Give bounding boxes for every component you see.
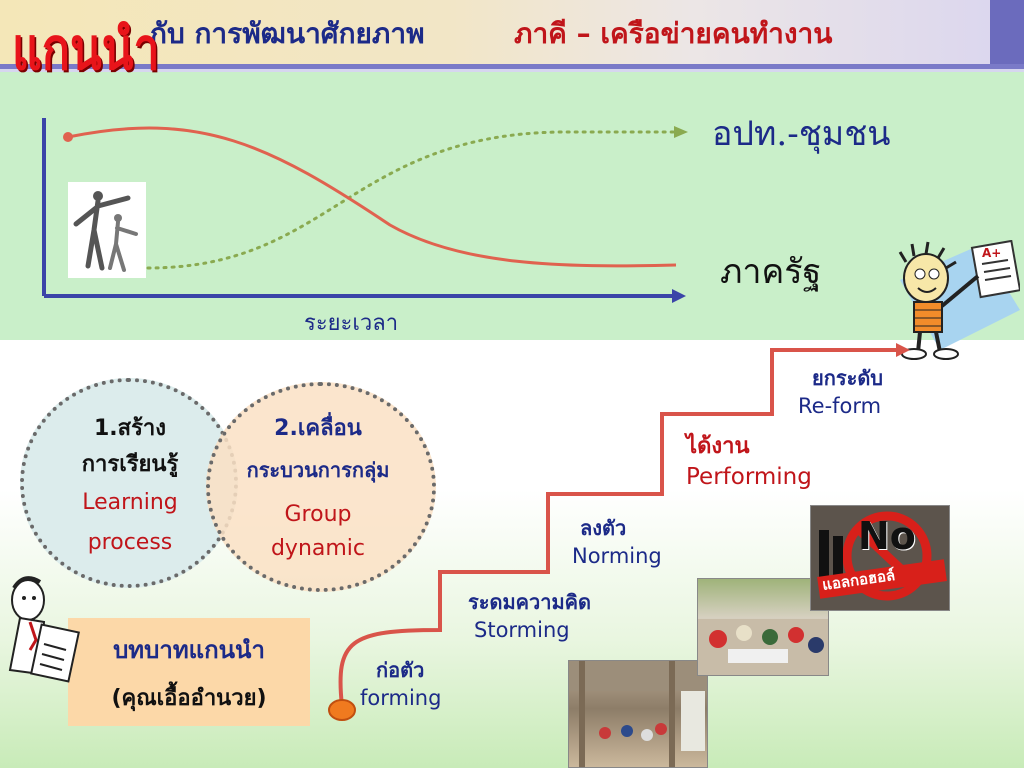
role-box-line2: (คุณเอื้ออำนวย): [111, 686, 267, 711]
circle2-en-line1: Group: [284, 502, 352, 527]
dancers-image: [68, 182, 146, 278]
stair-5-thai: ยกระดับ: [812, 366, 883, 390]
stair-3-thai: ลงตัว: [580, 516, 627, 540]
no-alcohol-sign: [810, 505, 950, 611]
circle2-en-line2: dynamic: [270, 536, 366, 561]
community-curve-dotted: [146, 130, 678, 270]
title-underline: [0, 64, 1024, 69]
circle1-en-line2: process: [87, 530, 173, 555]
role-box-line1: บทบาทแกนนำ: [113, 636, 265, 664]
time-curve-graph: [42, 118, 688, 303]
role-box: [68, 618, 310, 726]
government-curve: [67, 126, 677, 268]
circle2-title-line1: 2.เคลื่อน: [274, 416, 362, 441]
stairs-start-dot: [328, 699, 356, 721]
stairs-arrowhead: [896, 343, 910, 357]
dotted-curve-arrowhead: [674, 126, 688, 138]
title-bar: [0, 0, 990, 64]
title-underline-light: [0, 69, 1024, 72]
stair-1-thai: ก่อตัว: [376, 658, 425, 682]
photo-meeting-hall: [568, 660, 708, 768]
paper-grade: A+: [982, 246, 1002, 260]
circle-group-dynamic: [206, 382, 436, 592]
stair-5-english: Re-form: [798, 394, 882, 418]
student-cartoon-icon: A+: [880, 239, 1022, 370]
x-axis-arrowhead: [672, 289, 686, 303]
stair-2-thai: ระดมความคิด: [468, 590, 592, 614]
label-local-community: อปท.-ชุมชน: [712, 114, 891, 154]
title-bar-accent: [990, 0, 1024, 64]
title-big-word: แกนนำ: [12, 15, 160, 83]
circle-learning-process: [20, 378, 238, 588]
label-government: ภาครัฐ: [720, 252, 822, 292]
curve-start-dot: [63, 132, 73, 142]
x-axis-label: ระยะเวลา: [304, 311, 399, 336]
circle1-title-line1: 1.สร้าง: [93, 416, 166, 441]
man-cartoon-icon: [0, 570, 84, 690]
stair-1-english: forming: [360, 686, 442, 710]
title-part2: ภาคี – เครือข่ายคนทำงาน: [514, 17, 833, 50]
stair-2-english: Storming: [474, 618, 570, 642]
title-part1: กับ การพัฒนาศักยภาพ: [150, 17, 425, 50]
stair-4-english: Performing: [686, 464, 812, 490]
circle2-title-line2: กระบวนการกลุ่ม: [246, 458, 390, 482]
circle1-en-line1: Learning: [82, 490, 178, 515]
circle1-title-line2: การเรียนรู้: [81, 452, 179, 477]
photo-group-workshop: [697, 578, 829, 676]
no-sign-text: No: [858, 514, 916, 558]
stair-4-thai: ได้งาน: [686, 434, 750, 459]
stair-3-english: Norming: [572, 544, 662, 568]
